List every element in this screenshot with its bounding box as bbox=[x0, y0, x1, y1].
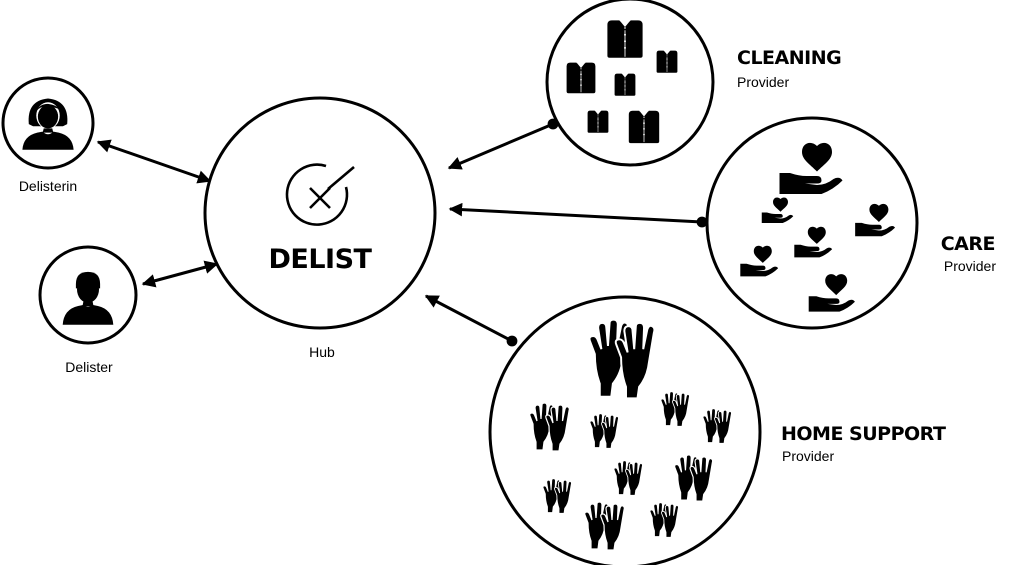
connectors bbox=[96, 118, 708, 347]
user-delister[interactable]: Delister bbox=[38, 245, 138, 375]
provider-cleaning[interactable]: CLEANING Provider bbox=[545, 0, 842, 167]
care-subtitle: Provider bbox=[944, 258, 996, 274]
edge-delister-hub bbox=[141, 260, 219, 288]
edge-delisterin-hub bbox=[96, 139, 212, 184]
user-delisterin[interactable]: Delisterin bbox=[1, 76, 95, 194]
delister-label: Delister bbox=[65, 359, 113, 375]
provider-home-support[interactable]: HOME SUPPORT Provider bbox=[488, 295, 946, 565]
cleaning-subtitle: Provider bbox=[737, 74, 789, 90]
care-title: CARE bbox=[941, 233, 995, 255]
edge-care-hub bbox=[448, 202, 708, 228]
delist-logo-icon bbox=[285, 163, 355, 226]
edge-cleaning-hub bbox=[447, 118, 559, 170]
home-support-subtitle: Provider bbox=[782, 448, 834, 464]
provider-care[interactable]: CARE Provider bbox=[705, 116, 996, 330]
hub-circle bbox=[203, 96, 437, 330]
home-support-title: HOME SUPPORT bbox=[781, 423, 946, 445]
delisterin-label: Delisterin bbox=[19, 178, 77, 194]
hub-label: Hub bbox=[309, 344, 335, 360]
cleaning-title: CLEANING bbox=[737, 47, 841, 69]
hub-brand-text: DELIST bbox=[269, 244, 373, 275]
hub-node[interactable]: DELIST bbox=[203, 96, 437, 330]
edge-home-support-hub bbox=[424, 294, 518, 347]
